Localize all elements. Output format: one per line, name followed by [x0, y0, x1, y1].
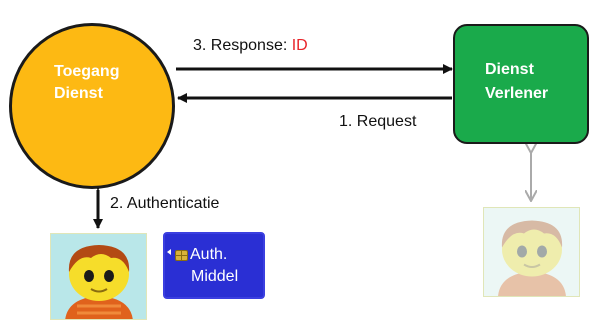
- auth-means-text: Auth. Middel: [175, 244, 265, 288]
- response-label: 3. Response: ID: [193, 37, 308, 55]
- access-service-node: [9, 23, 175, 189]
- auth-means-card: Auth. Middel: [163, 232, 265, 299]
- access-service-line1: Toegang: [54, 63, 120, 80]
- response-id-label: ID: [291, 37, 308, 54]
- request-label: 1. Request: [339, 113, 417, 130]
- auth-means-line2: Middel: [191, 268, 239, 285]
- caret-left-icon: [167, 249, 171, 255]
- auth-means-line1-text: Auth.: [190, 246, 228, 263]
- service-provider-node: Dienst Verlener: [453, 24, 589, 144]
- service-provider-line2: Verlener: [485, 85, 549, 102]
- user-avatar-icon: [50, 233, 147, 320]
- service-provider-line1: Dienst: [485, 61, 534, 78]
- auth-means-line1: Auth.: [175, 244, 265, 266]
- access-service-label: Toegang Dienst: [54, 61, 154, 105]
- access-service-line2: Dienst: [54, 85, 103, 102]
- service-provider-label: Dienst Verlener: [485, 58, 585, 106]
- authentication-label: 2. Authenticatie: [110, 195, 220, 212]
- faded-user-avatar-icon: [483, 207, 580, 297]
- response-label-prefix: 3. Response:: [193, 37, 292, 54]
- chip-icon: [175, 249, 188, 261]
